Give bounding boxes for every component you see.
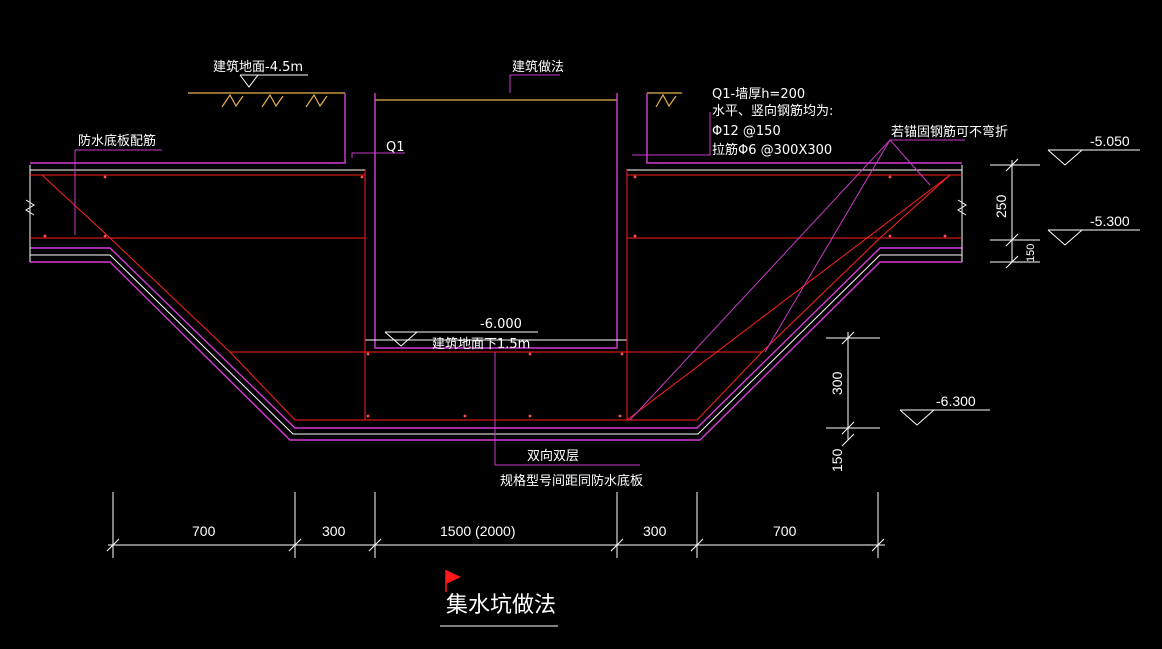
pit-floor-elevation-label: -6.000 xyxy=(480,317,522,332)
double-layer-label: 双向双层 xyxy=(527,448,579,464)
dim-bottom-300-right: 300 xyxy=(643,523,667,539)
dim-right-upper-150: 150 xyxy=(1025,244,1037,262)
dim-right-upper-250: 250 xyxy=(993,194,1009,218)
elevation-slab-bottom-label: -5.300 xyxy=(1090,213,1130,229)
wall-spec-line-3: Φ12 @150 xyxy=(712,124,781,139)
leader-lines xyxy=(74,74,965,466)
dim-right-lower-300: 300 xyxy=(829,371,845,395)
title-block: 集水坑做法 xyxy=(440,570,558,627)
wall-spec-line-1: Q1-墙厚h=200 xyxy=(712,87,805,102)
pit-floor-note-label: 建筑地面下1.5m xyxy=(432,336,530,352)
anchor-note-label: 若锚固钢筋可不弯折 xyxy=(891,124,1008,140)
same-as-slab-label: 规格型号间距同防水底板 xyxy=(500,473,643,489)
dim-bottom-700-left: 700 xyxy=(192,523,216,539)
wall-spec-line-2: 水平、竖向钢筋均为: xyxy=(712,103,833,119)
slab-outline xyxy=(29,165,963,435)
ground-elevation-label: 建筑地面-4.5m xyxy=(213,59,303,75)
building-practice-label: 建筑做法 xyxy=(512,59,564,75)
elevation-top-label: -5.050 xyxy=(1090,133,1130,149)
break-symbols xyxy=(25,199,967,216)
flag-icon xyxy=(446,570,461,584)
elevation-markers xyxy=(384,149,1140,426)
ground-line xyxy=(188,92,682,108)
rebar-dots xyxy=(43,175,947,418)
dim-bottom-center: 1500 (2000) xyxy=(440,523,516,539)
wall-q1-label: Q1 xyxy=(386,140,405,155)
dim-bottom-700-right: 700 xyxy=(773,523,797,539)
dim-right-lower-150: 150 xyxy=(829,448,845,472)
wall-spec-line-4: 拉筋Φ6 @300X300 xyxy=(712,142,832,158)
elevation-pit-bottom-label: -6.300 xyxy=(936,393,976,409)
dim-bottom-300-left: 300 xyxy=(322,523,346,539)
ground-elevation-marker xyxy=(239,74,308,88)
drawing-title: 集水坑做法 xyxy=(446,593,556,618)
waterproof-bars-label: 防水底板配筋 xyxy=(78,133,156,149)
rebar-lines xyxy=(30,170,962,421)
dimension-lines xyxy=(106,158,1040,558)
